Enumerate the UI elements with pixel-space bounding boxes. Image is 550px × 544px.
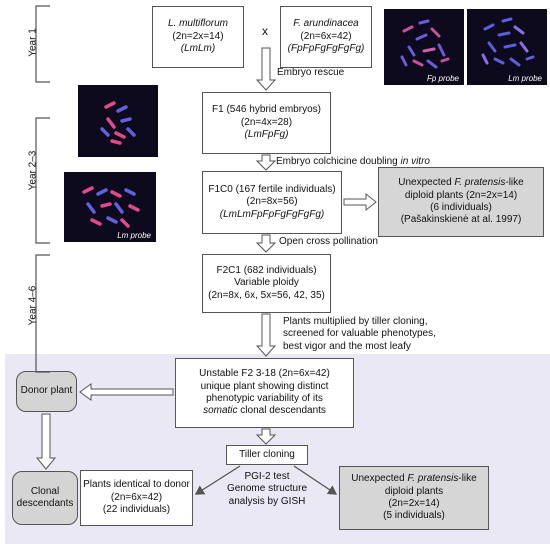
parent-right-genome: (FpFpFgFgFgFg) — [287, 43, 365, 55]
parent-right-ploidy: (2n=6x=42) — [300, 30, 352, 42]
f1-box: F1 (546 hybrid embryos) (2n=4x=28) (LmFp… — [202, 92, 331, 154]
in-vitro-text: in vitro — [400, 156, 430, 167]
arrow-parents-to-f1 — [255, 47, 277, 91]
unexpected1-line1: Unexpected F. pratensis-like — [398, 177, 524, 189]
open-cross-pollination-label: Open cross pollination — [279, 236, 378, 247]
unexpected1-line2: diploid plants (2n=2x=14) — [404, 189, 518, 201]
year-4-6-bracket — [35, 254, 50, 373]
unstable-line3: phenotypic variability of its — [206, 393, 323, 404]
arrow-unstable-to-tiller — [255, 428, 277, 445]
unexpected2-line4: (5 individuals) — [383, 510, 445, 522]
f1c0-genome: (LmLmFpFpFgFgFgFg) — [219, 208, 325, 220]
f1c0-box: F1C0 (167 fertile individuals) (2n=8x=56… — [202, 171, 342, 234]
chromosome-spread-lm — [481, 17, 535, 67]
f2c1-line3: (2n=8x, 6x, 5x=56, 42, 35) — [208, 289, 325, 301]
unexpected-diploids-box-2: Unexpected F. pratensis-like diploid pla… — [339, 466, 489, 530]
unstable-line1: Unstable F2 3-18 (2n=6x=42) — [199, 368, 330, 380]
unstable-line2: unique plant showing distinct — [200, 380, 329, 392]
gish-image-lm-probe-f1c0: Lm probe — [64, 172, 156, 242]
year-2-3-bracket — [35, 117, 50, 244]
clonal-line1: Clonal — [30, 485, 60, 497]
gish-image-f1 — [78, 85, 158, 157]
donor-plant-box: Donor plant — [16, 371, 77, 412]
donor-plant-label: Donor plant — [20, 385, 73, 397]
f1c0-title: F1C0 (167 fertile individuals) — [208, 183, 336, 195]
unexpected1-line3: (6 individuals) — [430, 202, 492, 213]
pgi-gish-label: PGI-2 test Genome structure analysis by … — [226, 471, 308, 507]
identical-plants-box: Plants identical to donor (2n=6x=42) (22… — [80, 470, 193, 526]
identical-line3: (22 individuals) — [102, 504, 171, 516]
lm-probe-caption-top: Lm probe — [508, 74, 542, 83]
unexpected2-line3: (2n=2x=14) — [388, 498, 440, 509]
arrow-tiller-to-unexpected — [293, 465, 338, 495]
arrow-f1c0-to-f2c1 — [255, 234, 277, 253]
f2c1-box: F2C1 (682 individuals) Variable ploidy (… — [202, 254, 331, 313]
embryo-rescue-label: Embryo rescue — [277, 67, 345, 78]
arrow-unstable-to-donor — [79, 383, 174, 401]
unstable-line4: somatic clonal descendants — [203, 405, 326, 417]
identical-line1: Plants identical to donor — [83, 479, 190, 491]
parent-left-genome: (LmLm) — [180, 43, 216, 55]
f1-genome: (LmFpFg) — [244, 129, 289, 141]
arrow-f1c0-to-unexpected — [343, 192, 377, 212]
tiller-cloning-screening-label: Plants multiplied by tiller cloning, scr… — [283, 316, 436, 352]
arrow-f2c1-to-unstable — [255, 313, 277, 357]
parent-f-arundinacea-box: F. arundinacea (2n=6x=42) (FpFpFgFgFgFg) — [280, 6, 372, 68]
f2c1-title: F2C1 (682 individuals) — [216, 264, 317, 276]
unexpected-diploids-box-1: Unexpected F. pratensis-like diploid pla… — [378, 167, 544, 237]
chromosome-spread-f1c0 — [82, 186, 140, 228]
parent-l-multiflorum-box: L. multiflorum (2n=2x=14) (LmLm) — [152, 6, 244, 68]
chromosome-spread-f1 — [100, 101, 136, 145]
gish-image-lm-probe-top: Lm probe — [467, 9, 547, 85]
fp-probe-caption: Fp probe — [426, 74, 459, 83]
parent-right-name: F. arundinacea — [293, 18, 359, 30]
arrow-tiller-to-identical — [194, 465, 241, 495]
f1c0-ploidy: (2n=8x=56) — [246, 196, 298, 208]
arrow-donor-to-clonal — [35, 413, 57, 470]
colchicine-text: Embryo colchicine doubling — [276, 156, 401, 167]
year-1-bracket — [35, 5, 50, 83]
unstable-f2-box: Unstable F2 3-18 (2n=6x=42) unique plant… — [175, 358, 354, 428]
tiller-cloning-label: Tiller cloning — [239, 448, 295, 460]
unexpected2-line1: Unexpected F. pratensis-like — [351, 473, 477, 485]
parent-left-name: L. multiflorum — [167, 18, 228, 30]
clonal-descendants-box: Clonal descendants — [12, 471, 78, 525]
arrow-f1-to-f1c0 — [255, 154, 277, 171]
f2c1-line2: Variable ploidy — [234, 277, 299, 289]
tiller-cloning-box: Tiller cloning — [226, 445, 308, 465]
parent-left-ploidy: (2n=2x=14) — [172, 30, 224, 42]
unexpected1-reference: (Pašakinskienė at al. 1997) — [400, 214, 522, 226]
identical-line2: (2n=6x=42) — [110, 491, 163, 503]
lm-probe-caption-f1c0: Lm probe — [117, 231, 151, 240]
f1-title: F1 (546 hybrid embryos) — [212, 104, 321, 116]
cross-symbol: x — [262, 24, 268, 38]
chromosome-spread-fp — [400, 19, 450, 69]
f1-ploidy: (2n=4x=28) — [240, 116, 293, 128]
unexpected2-line2: diploid plants — [384, 485, 444, 497]
clonal-line2: descendants — [16, 498, 74, 509]
gish-image-fp-probe: Fp probe — [384, 9, 464, 85]
colchicine-doubling-label: Embryo colchicine doubling in vitro — [276, 156, 430, 168]
